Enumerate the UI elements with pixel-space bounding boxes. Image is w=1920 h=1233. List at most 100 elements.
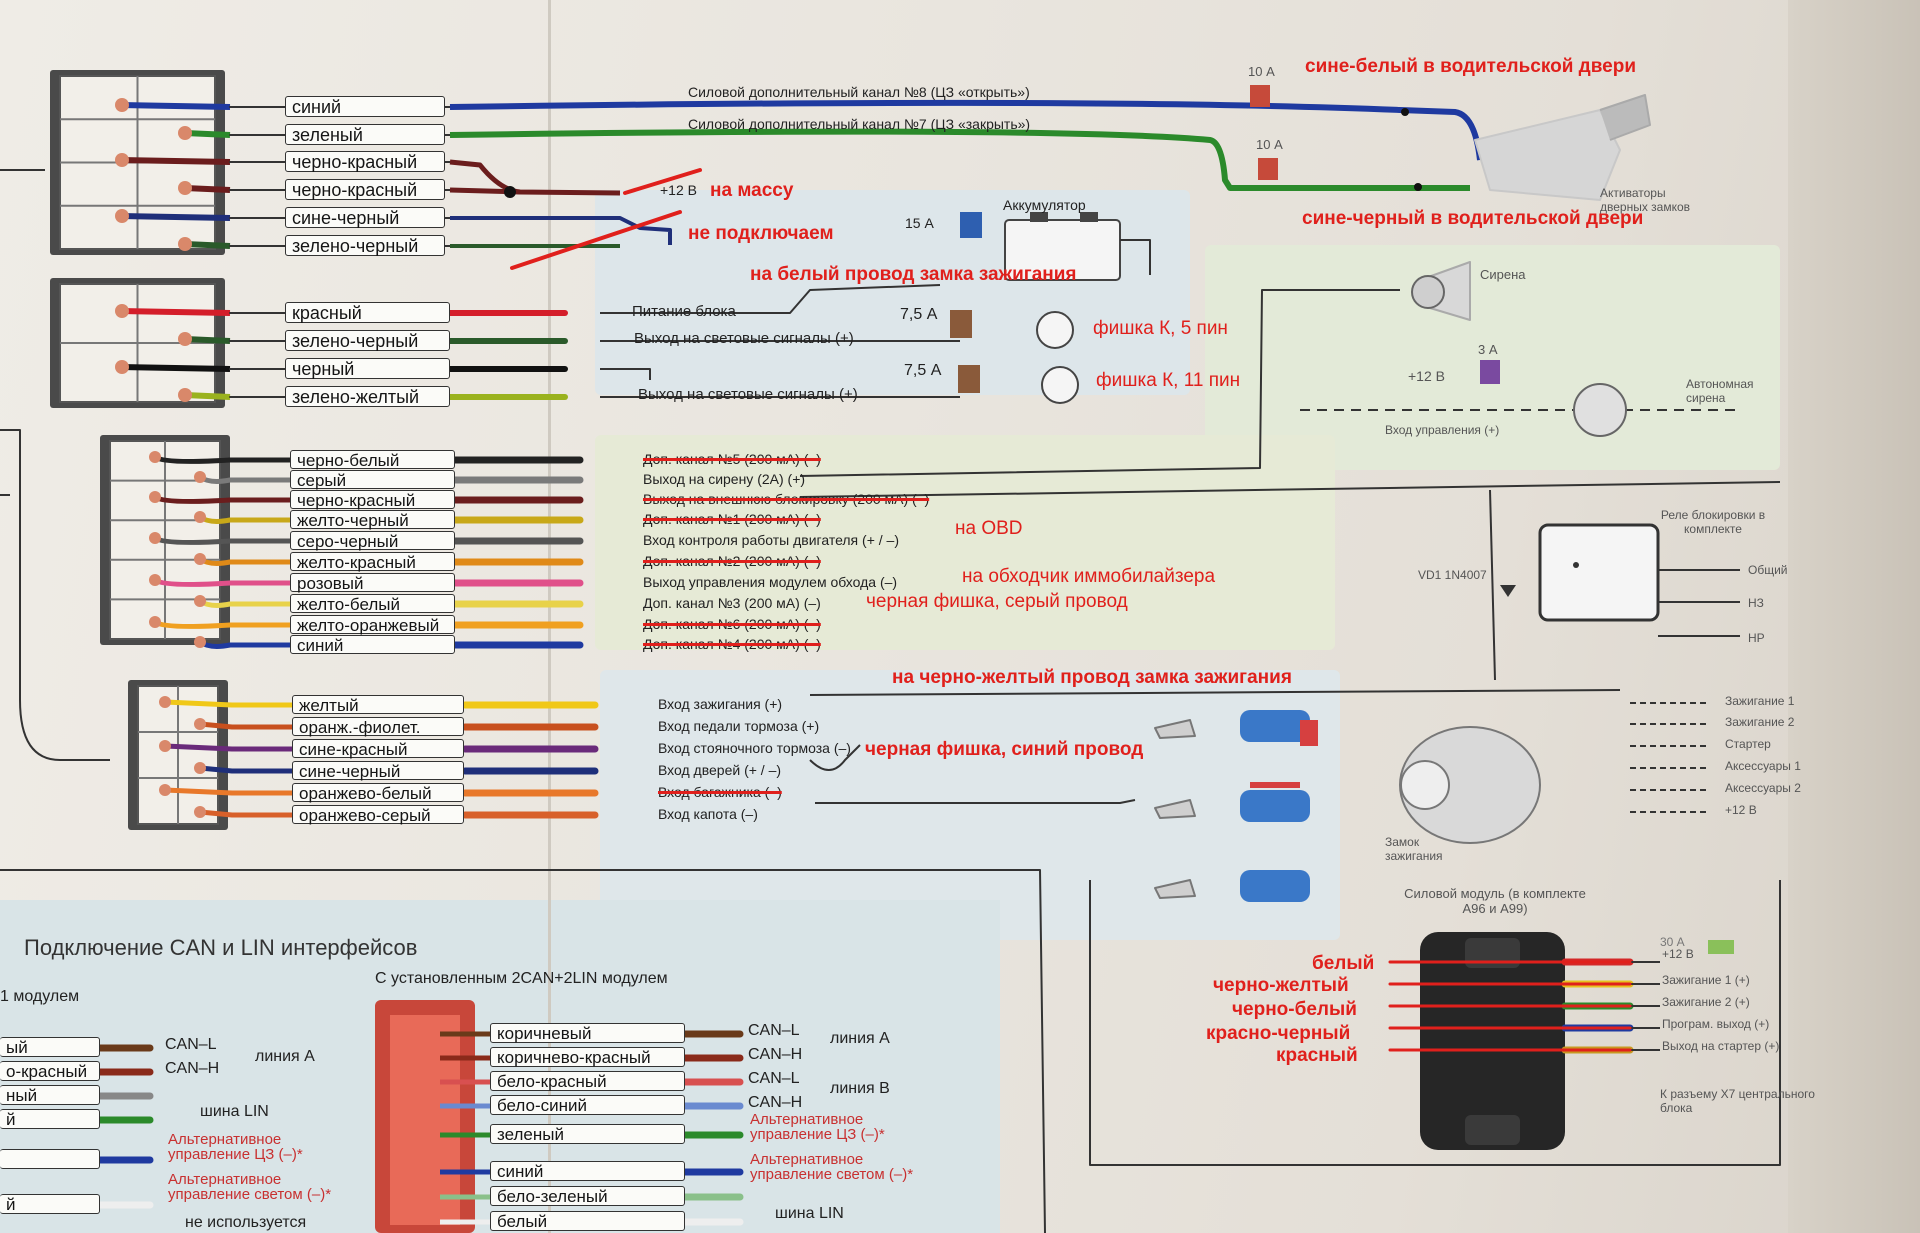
signal-lights-2: Выход на световые сигналы (+): [638, 386, 858, 403]
power-module-output-label-4: Выход на стартер (+): [1662, 1039, 1780, 1053]
connector-c-pin-2: [149, 491, 161, 503]
wire-hood: [815, 799, 1136, 804]
ignition-lock-label: Замок зажигания: [1385, 835, 1443, 863]
wire-ch7: [449, 128, 1470, 191]
can-section-title: Подключение CAN и LIN интерфейсов: [24, 935, 418, 960]
can-right-wire-label-3: бело-синий: [490, 1095, 685, 1115]
power-module-output-label-0: +12 В: [1662, 947, 1694, 961]
connector-b-pin-wire-1: [184, 336, 231, 344]
door-switch-2: [1154, 879, 1196, 899]
fuse-75a-label-2: 7,5 А: [904, 362, 942, 379]
battery-ground-wire: [1120, 239, 1151, 275]
connector-d-signal-4: Вход багажника (–): [658, 784, 782, 800]
note-pm-black-white: черно-белый: [1232, 999, 1357, 1020]
connector-a-pin-wire-1: [184, 130, 231, 138]
can-left-wire-label-5: й: [0, 1194, 100, 1214]
connector-c-pin-7: [194, 595, 206, 607]
channel-7-label: Силовой дополнительный канал №7 (ЦЗ «зак…: [688, 116, 1031, 132]
relay-label: Реле блокировки в комплекте: [1660, 508, 1766, 536]
sensor-panel: [600, 670, 1340, 940]
connector-b-wire-label-1: зелено-черный: [285, 330, 450, 351]
battery-terminal-1: [1030, 212, 1048, 222]
connector-c-wire-label-1: серый: [290, 470, 455, 490]
can-right-wire-label-5: синий: [490, 1161, 685, 1181]
door-switch-1: [1154, 799, 1196, 819]
note-obd: на OBD: [955, 518, 1023, 539]
fuse-10a-1: [1250, 85, 1270, 107]
connector-c-wire-label-5: желто-красный: [290, 552, 455, 572]
junction-dot: [504, 186, 516, 198]
fuse-3a-label: 3 А: [1478, 342, 1498, 357]
car-icon-1: [1240, 790, 1310, 822]
connector-a-pin-wire-3: [184, 185, 231, 193]
signal-lights-1: Выход на световые сигналы (+): [634, 330, 854, 347]
connector-b-pin-2: [115, 360, 129, 374]
wire-external-block: [799, 481, 1781, 498]
connector-a-wire-label-1: зеленый: [285, 124, 445, 145]
note-white-ignition: на белый провод замка зажигания: [750, 264, 1077, 285]
fuse-75a-label-1: 7,5 А: [900, 306, 938, 323]
ignition-output-label-0: Зажигание 1: [1725, 694, 1795, 708]
connector-a-pin-wire-5: [184, 241, 231, 249]
connector-d-wire-label-3: сине-черный: [292, 761, 464, 781]
plus12-label: +12 В: [660, 182, 697, 198]
strike-plus12: [623, 168, 702, 195]
fuse-15a: [960, 212, 982, 238]
can-right-connector-face: [390, 1015, 460, 1225]
power-module-output-label-1: Зажигание 1 (+): [1662, 973, 1750, 987]
can-right-line-5: линия В: [830, 1080, 890, 1097]
can-right-line-6: Альтернативное управление ЦЗ (–)*: [750, 1111, 885, 1143]
connector-b-pin-wire-0: [121, 308, 231, 316]
siren-panel: [1205, 245, 1780, 470]
wire-door-check: [809, 744, 861, 771]
wire-black-ground: [600, 368, 651, 380]
junction-ch8: [1401, 108, 1409, 116]
battery-label: Аккумулятор: [1003, 197, 1086, 213]
power-module-output-label-2: Зажигание 2 (+): [1662, 995, 1750, 1009]
connector-b-pin-3: [178, 388, 192, 402]
feeder-line-2: [0, 429, 110, 761]
lamp-2: [1041, 366, 1079, 404]
connector-b-pin-0: [115, 304, 129, 318]
connector-c-pin-8: [149, 616, 161, 628]
can-left-line-2: линия А: [255, 1048, 315, 1065]
junction-ch7: [1414, 183, 1422, 191]
car-icon-2: [1240, 870, 1310, 902]
connector-a-pin-4: [115, 209, 129, 223]
power-module-connector-wire: [1089, 880, 1781, 1166]
note-pm-red-black: красно-черный: [1206, 1023, 1351, 1044]
actuators-label: Активаторы дверных замков: [1600, 186, 1691, 214]
connector-c-wire-label-3: желто-черный: [290, 510, 455, 530]
can-right-caption: С установленным 2CAN+2LIN модулем: [375, 970, 668, 987]
relay-pin-30: [1573, 562, 1579, 568]
actuator-body: [1474, 109, 1621, 201]
fuse-10a-2: [1258, 158, 1278, 180]
connector-c-signal-5: Доп. канал №2 (200 мА) (–): [643, 553, 821, 569]
power-module-body: [1420, 932, 1565, 1150]
relay-common: Общий: [1748, 563, 1788, 577]
siren-body: [1411, 275, 1445, 309]
lamp-1: [1036, 311, 1074, 349]
signal-power: Питание блока: [632, 303, 736, 320]
connector-c-signal-9: Доп. канал №4 (200 мА) (–): [643, 636, 821, 652]
ignition-output-label-1: Зажигание 2: [1725, 715, 1795, 729]
connector-d-pin-5: [194, 806, 206, 818]
feeder-line-4: [0, 869, 1046, 1233]
can-right-wire-label-2: бело-красный: [490, 1071, 685, 1091]
strike-green-black: [510, 210, 682, 270]
siren-label: Сирена: [1480, 267, 1526, 282]
plus12-siren-label: +12 В: [1408, 368, 1445, 384]
note-pm-white: белый: [1312, 953, 1375, 974]
paper-fold: [548, 0, 551, 1233]
connector-d-wire-label-0: желтый: [292, 695, 464, 715]
channel-8-label: Силовой дополнительный канал №8 (ЦЗ «отк…: [688, 84, 1030, 100]
connector-d-pin-1: [194, 718, 206, 730]
connector-c-signal-6: Выход управления модулем обхода (–): [643, 574, 898, 590]
can-left-line-3: шина LIN: [200, 1103, 269, 1120]
note-plug-k5: фишка К, 5 пин: [1093, 318, 1228, 339]
connector-a-pin-5: [178, 237, 192, 251]
fuse-10a-label-1: 10 А: [1248, 64, 1275, 79]
can-left-line-6: не используется: [185, 1214, 307, 1231]
connector-a-pin-0: [115, 98, 129, 112]
